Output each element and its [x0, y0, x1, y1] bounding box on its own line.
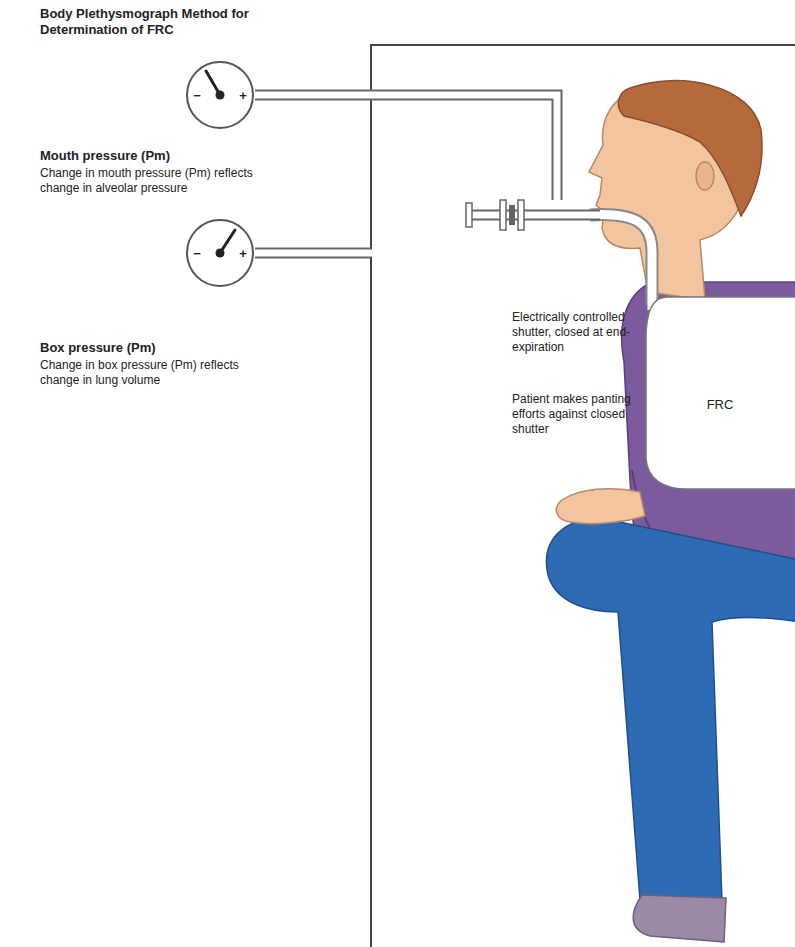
legs	[547, 519, 795, 902]
pressure-tube	[255, 95, 557, 200]
gauge-dial	[187, 220, 253, 286]
box-tube	[255, 248, 371, 259]
node-label: FRC	[707, 398, 734, 411]
gauge-sign: −	[193, 247, 201, 260]
shutter	[509, 205, 515, 225]
body-box	[371, 45, 795, 947]
shutter-note: Electrically controlled shutter, closed …	[512, 310, 632, 355]
gauge-sign: +	[239, 247, 247, 260]
gauge-title: Box pressure (Pm)	[40, 340, 290, 356]
gauge-note: Change in mouth pressure (Pm) reflects c…	[40, 166, 260, 196]
gauge-title: Mouth pressure (Pm)	[40, 148, 290, 164]
lung-outline	[646, 297, 795, 489]
mouthpiece-end	[466, 203, 472, 227]
hair	[618, 81, 762, 216]
shutter-flange	[518, 200, 524, 230]
ear	[696, 162, 714, 190]
node-outline	[645, 296, 795, 490]
gauge-sign: +	[239, 89, 247, 102]
airway-lumen	[588, 215, 652, 310]
pressure-tube-bore	[254, 95, 557, 205]
pressure-gauge: −+	[185, 60, 255, 130]
pressure-gauge: −+	[185, 218, 255, 288]
box-tube-bore	[254, 250, 372, 257]
panting-note: Patient makes panting efforts against cl…	[512, 392, 632, 437]
gauge-pivot	[216, 249, 225, 258]
shutter-flange	[500, 200, 506, 230]
gauge-sign: −	[193, 89, 201, 102]
hand	[556, 489, 645, 524]
gauge-pivot	[216, 91, 225, 100]
shoe	[633, 895, 726, 942]
gauge-note: Change in box pressure (Pm) reflects cha…	[40, 358, 260, 388]
diagram-title: Body Plethysmograph Method for Determina…	[40, 6, 280, 39]
mouthpiece-bore	[468, 212, 600, 219]
gauge-dial	[187, 62, 253, 128]
lung-shape: FRC	[645, 296, 795, 490]
